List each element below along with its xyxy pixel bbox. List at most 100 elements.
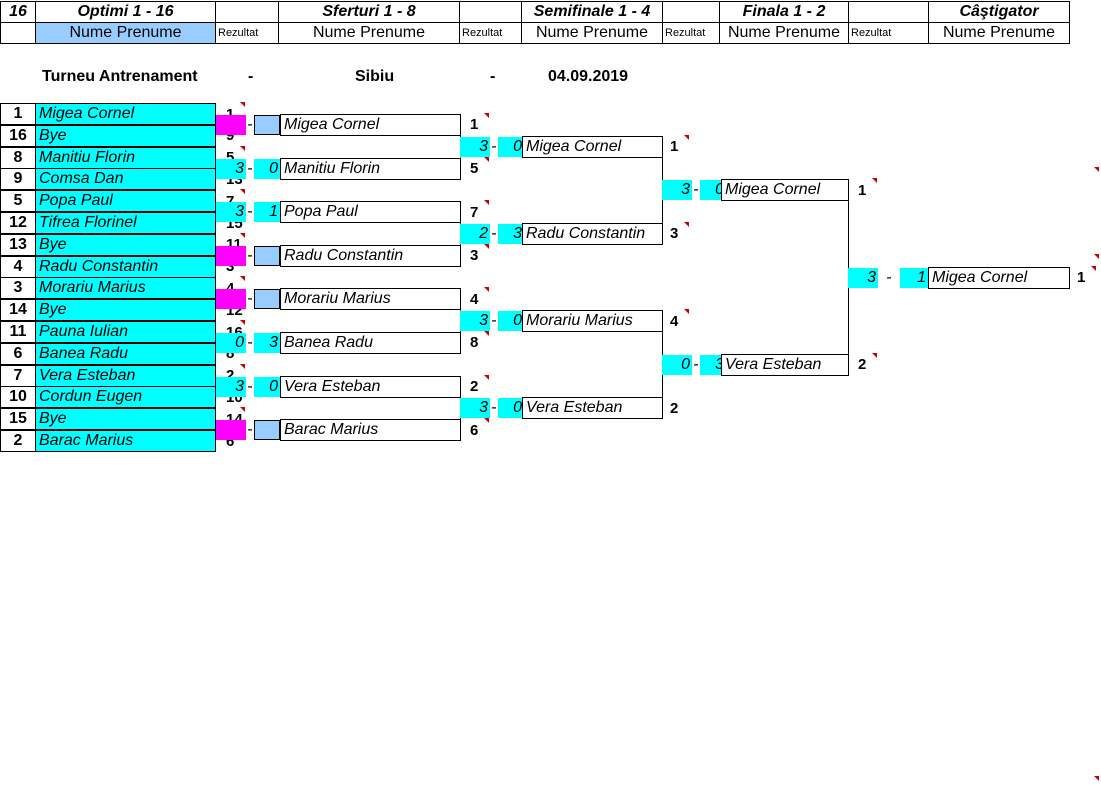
player-name-cell[interactable]: Radu Constantin bbox=[35, 255, 216, 278]
qf-4-score-2[interactable] bbox=[254, 289, 280, 310]
sf-winner-name[interactable]: Morariu Marius bbox=[522, 310, 663, 333]
sf-2-score-1[interactable]: 3 bbox=[460, 311, 490, 332]
qf-winner-name[interactable]: Banea Radu bbox=[280, 331, 461, 354]
sf-winner-name[interactable]: Migea Cornel bbox=[522, 135, 663, 158]
player-name-cell[interactable]: Vera Esteban bbox=[35, 364, 216, 387]
player-rank: 9 bbox=[226, 127, 235, 145]
comment-marker-icon bbox=[484, 112, 489, 118]
tournament-date: 04.09.2019 bbox=[548, 68, 629, 85]
comment-marker-icon bbox=[240, 189, 245, 195]
final-1-score-2[interactable]: 3 bbox=[700, 354, 726, 375]
comment-marker-icon bbox=[240, 232, 245, 238]
qf-winner-rank: 5 bbox=[470, 160, 479, 177]
seed-number: 9 bbox=[0, 168, 36, 191]
qf-5-score-1[interactable]: 0 bbox=[216, 332, 246, 353]
qf-0-score-2[interactable] bbox=[254, 114, 280, 135]
seed-number: 8 bbox=[0, 146, 36, 169]
player-name-cell[interactable]: Pauna Iulian bbox=[35, 321, 216, 343]
player-name-cell[interactable]: Bye bbox=[35, 124, 216, 147]
comment-marker-icon bbox=[240, 363, 245, 369]
seed-number: 5 bbox=[0, 190, 36, 213]
final-0-score-2[interactable]: 0 bbox=[700, 180, 726, 201]
player-name-cell[interactable]: Bye bbox=[35, 408, 216, 431]
player-name-cell[interactable]: Bye bbox=[35, 299, 216, 322]
qf-5-score-2[interactable]: 3 bbox=[254, 332, 280, 353]
qf-4-score-dash: - bbox=[247, 290, 253, 308]
player-name-cell[interactable]: Bye bbox=[35, 233, 216, 256]
qf-7-score-1[interactable] bbox=[216, 420, 246, 441]
player-rank: 5 bbox=[223, 147, 253, 169]
winner-score-1[interactable]: 3 bbox=[848, 267, 878, 288]
qf-winner-name[interactable]: Barac Marius bbox=[280, 419, 461, 442]
comment-marker-icon bbox=[484, 243, 489, 249]
final-0-score-1[interactable]: 3 bbox=[662, 180, 692, 201]
qf-winner-name[interactable]: Popa Paul bbox=[280, 201, 461, 224]
seed-number: 4 bbox=[0, 255, 36, 278]
qf-winner-rank: 2 bbox=[470, 378, 479, 395]
qf-winner-name[interactable]: Migea Cornel bbox=[280, 113, 461, 136]
qf-6-score-2[interactable]: 0 bbox=[254, 376, 280, 397]
comment-marker-icon bbox=[684, 309, 689, 315]
sf-1-score-1[interactable]: 2 bbox=[460, 223, 490, 244]
subheader-result-4: Rezultat bbox=[848, 22, 929, 44]
sf-winner-name[interactable]: Vera Esteban bbox=[522, 397, 663, 420]
comment-marker-icon bbox=[1094, 254, 1099, 259]
final-winner-name[interactable]: Vera Esteban bbox=[721, 353, 849, 376]
player-name-cell[interactable]: Barac Marius bbox=[35, 430, 216, 452]
subheader-name-r16: Nume Prenume bbox=[35, 22, 216, 44]
sf-0-score-2[interactable]: 0 bbox=[498, 136, 524, 157]
seed-number: 2 bbox=[0, 430, 36, 452]
final-1-score-1[interactable]: 0 bbox=[662, 354, 692, 375]
champion-name[interactable]: Migea Cornel bbox=[928, 266, 1070, 289]
seed-number: 16 bbox=[0, 124, 36, 147]
player-name-cell[interactable]: Morariu Marius bbox=[35, 277, 216, 300]
sf-winner-rank: 4 bbox=[670, 312, 679, 330]
subheader-name-sf: Nume Prenume bbox=[521, 22, 663, 44]
sf-2-score-dash: - bbox=[491, 312, 497, 330]
qf-0-score-1[interactable] bbox=[216, 114, 246, 135]
seed-number: 3 bbox=[0, 277, 36, 300]
sf-3-score-1[interactable]: 3 bbox=[460, 398, 490, 419]
seed-number: 10 bbox=[0, 386, 36, 409]
qf-2-score-1[interactable]: 3 bbox=[216, 202, 246, 223]
sf-1-score-2[interactable]: 3 bbox=[498, 223, 524, 244]
comment-marker-icon bbox=[1091, 265, 1096, 271]
sf-2-score-2[interactable]: 0 bbox=[498, 311, 524, 332]
qf-winner-name[interactable]: Vera Esteban bbox=[280, 375, 461, 398]
sf-0-score-1[interactable]: 3 bbox=[460, 136, 490, 157]
subheader-name-final: Nume Prenume bbox=[719, 22, 849, 44]
player-name-cell[interactable]: Migea Cornel bbox=[35, 103, 216, 125]
comment-marker-icon bbox=[872, 352, 877, 358]
qf-7-score-2[interactable] bbox=[254, 420, 280, 441]
player-name-cell[interactable]: Comsa Dan bbox=[35, 168, 216, 191]
qf-6-score-dash: - bbox=[247, 377, 253, 395]
player-name-cell[interactable]: Tifrea Florinel bbox=[35, 212, 216, 234]
player-name-cell[interactable]: Popa Paul bbox=[35, 190, 216, 213]
qf-winner-name[interactable]: Morariu Marius bbox=[280, 288, 461, 311]
qf-winner-name[interactable]: Manitiu Florin bbox=[280, 157, 461, 180]
comment-marker-icon bbox=[684, 221, 689, 227]
player-name-cell[interactable]: Cordun Eugen bbox=[35, 386, 216, 409]
qf-5-score-dash: - bbox=[247, 333, 253, 351]
qf-3-score-1[interactable] bbox=[216, 245, 246, 266]
sf-winner-name[interactable]: Radu Constantin bbox=[522, 222, 663, 245]
qf-3-score-2[interactable] bbox=[254, 245, 280, 266]
sf-3-score-dash: - bbox=[491, 399, 497, 417]
qf-1-score-1[interactable]: 3 bbox=[216, 158, 246, 179]
qf-winner-name[interactable]: Radu Constantin bbox=[280, 244, 461, 267]
qf-6-score-1[interactable]: 3 bbox=[216, 376, 246, 397]
seed-number: 14 bbox=[0, 299, 36, 322]
sf-0-score-dash: - bbox=[491, 137, 497, 155]
final-winner-name[interactable]: Migea Cornel bbox=[721, 179, 849, 202]
winner-score-2[interactable]: 1 bbox=[900, 267, 928, 288]
qf-2-score-2[interactable]: 1 bbox=[254, 202, 280, 223]
player-name-cell[interactable]: Banea Radu bbox=[35, 342, 216, 365]
sf-3-score-2[interactable]: 0 bbox=[498, 398, 524, 419]
round-header-sf: Semifinale 1 - 4 bbox=[521, 1, 663, 23]
qf-1-score-2[interactable]: 0 bbox=[254, 158, 280, 179]
qf-4-score-1[interactable] bbox=[216, 289, 246, 310]
player-rank: 2 bbox=[223, 365, 253, 387]
tournament-sep-1: - bbox=[248, 68, 254, 85]
player-name-cell[interactable]: Manitiu Florin bbox=[35, 146, 216, 169]
seed-number: 13 bbox=[0, 233, 36, 256]
